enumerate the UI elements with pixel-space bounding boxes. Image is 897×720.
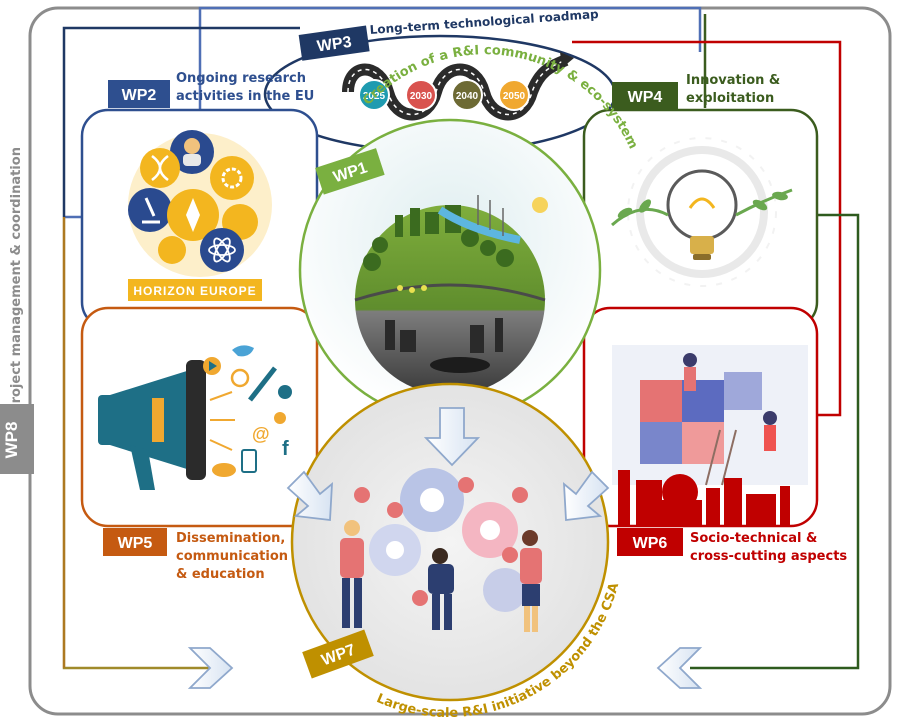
wp6-tag-box xyxy=(617,528,683,556)
wp7-line-left xyxy=(62,217,220,670)
milestone-2050: 2050 xyxy=(503,91,526,102)
teamwork-gears-illustration xyxy=(340,468,542,632)
phone-icon xyxy=(241,449,257,473)
wp6-title-line2: cross-cutting aspects xyxy=(690,549,847,564)
chevron-left-icon xyxy=(656,647,703,689)
arrow-wp1-to-wp7 xyxy=(423,407,481,467)
roadmap-road xyxy=(342,54,569,121)
milestone-2025: 2025 xyxy=(363,91,386,102)
twitter-icon xyxy=(232,345,254,357)
wp6-line-top xyxy=(572,40,842,417)
horizon-europe-label: HORIZON EUROPE xyxy=(133,284,256,298)
wp4-line-right xyxy=(690,213,860,670)
wp5-title-line2: communication xyxy=(176,549,288,564)
wp3-tag: WP3 xyxy=(316,34,353,56)
flow-arrows xyxy=(187,407,703,689)
milestone-2025-circle xyxy=(358,79,390,111)
wp2-tag-box xyxy=(108,80,170,108)
wp2-title-line2: activities in the EU xyxy=(176,89,314,104)
settings-icon xyxy=(278,385,292,399)
wp8-tag: WP8 xyxy=(2,422,21,459)
lightbulb-icon xyxy=(611,137,793,287)
wp6-title-line1: Socio-technical & xyxy=(690,531,817,546)
wp4-title-line2: exploitation xyxy=(686,91,774,106)
wp3-tag-box xyxy=(298,25,370,61)
arrow-wp6-to-wp7 xyxy=(562,470,610,522)
wp2-line xyxy=(198,6,702,110)
milestone-2050-circle xyxy=(498,79,530,111)
lightbulb-small-icon xyxy=(354,487,370,503)
puzzle-piece-icon xyxy=(640,380,682,422)
atom-icon xyxy=(200,228,244,272)
person-icon xyxy=(683,353,697,367)
wp1-tag-box xyxy=(315,148,385,195)
wp8-vertical-label: Project management & coordination xyxy=(9,147,24,413)
earth-globe-illustration xyxy=(354,195,548,395)
wp5-tag-box xyxy=(103,528,167,556)
wp2-title-line1: Ongoing research xyxy=(176,71,306,86)
wp6-tag: WP6 xyxy=(633,535,668,552)
wp8-tag-box xyxy=(0,404,34,474)
pencil-icon xyxy=(248,366,277,402)
person-center-icon xyxy=(432,548,448,564)
sun-icon xyxy=(532,197,548,213)
roadmap-milestones: 2025 2030 2040 2050 xyxy=(358,79,530,111)
connection-lines xyxy=(62,6,860,670)
milestone-2040-circle xyxy=(451,79,483,111)
person-right-icon xyxy=(522,530,538,546)
idea-icon xyxy=(230,368,250,388)
at-icon: @ xyxy=(252,424,270,444)
facebook-icon: f xyxy=(282,438,289,460)
location-icon xyxy=(274,412,286,424)
puzzle-team-illustration xyxy=(612,345,808,526)
wp4-title-line1: Innovation & xyxy=(686,73,780,88)
arrow-wp5-to-wp7 xyxy=(286,470,334,522)
wp1-tag-group: WP1 xyxy=(315,148,385,195)
megaphone-illustration: @ f xyxy=(98,345,292,490)
wp7-tag-box xyxy=(302,629,374,679)
wp4-tag-box xyxy=(612,82,678,110)
milestone-2030-circle xyxy=(405,79,437,111)
factory-icon xyxy=(618,470,790,526)
horizon-europe-illustration xyxy=(128,130,272,277)
wp3-line xyxy=(62,26,300,217)
cloud-icon xyxy=(212,463,236,477)
wp3-title: Long-term technological roadmap xyxy=(369,7,599,37)
wp3-tag-group: WP3 xyxy=(298,25,370,61)
horizon-europe-banner xyxy=(128,279,262,301)
roadmap-arrow-icon xyxy=(560,52,574,68)
gear-brain-icon xyxy=(210,156,254,200)
chevron-right-icon xyxy=(187,647,234,689)
milestone-2040: 2040 xyxy=(456,91,479,102)
milestone-2030: 2030 xyxy=(410,91,433,102)
person-left-icon xyxy=(344,520,360,536)
wp5-tag: WP5 xyxy=(118,535,153,552)
wp5-title-line1: Dissemination, xyxy=(176,531,285,546)
wp4-tag: WP4 xyxy=(628,89,663,106)
wp5-title-line3: & education xyxy=(176,567,265,582)
wp2-tag: WP2 xyxy=(122,87,157,104)
